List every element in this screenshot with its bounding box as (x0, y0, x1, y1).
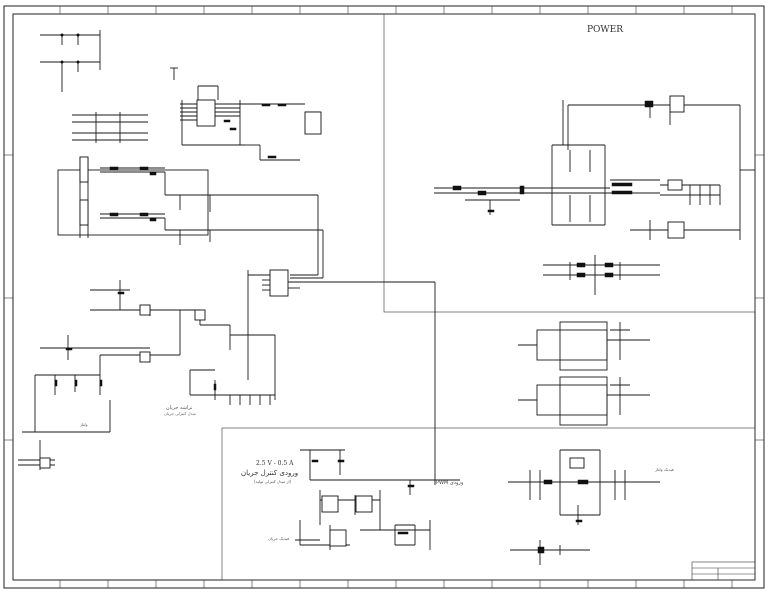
voltage-small-label: ولتاژ (80, 422, 88, 427)
current-limit-sublabel: مبدل کنترلی جریان (164, 411, 196, 416)
title-block (691, 561, 756, 581)
voltage-feedback-label: فیدبک ولتاژ (655, 467, 674, 472)
sheet-outer-border (3, 5, 765, 589)
current-feedback-label: فیدبک جریان (268, 536, 290, 541)
right-opamp-blocks (518, 321, 650, 426)
current-limit-label: تراشه جریان (166, 405, 193, 411)
top-left-input-network (40, 30, 178, 92)
left-bus-lines (72, 112, 148, 143)
top-ic-cluster (180, 85, 322, 161)
pwm-circuit (295, 449, 660, 565)
power-circuit (434, 95, 755, 295)
border-zone-ticks (4, 6, 764, 588)
pwm-section-box (221, 427, 756, 581)
comparator-network (18, 280, 276, 470)
power-section-box (383, 13, 756, 313)
current-control-input-label: ورودی کنترل جریان (241, 469, 299, 477)
gate-driver-block (57, 156, 324, 279)
current-spec-label: 2.5 V - 0.5 A (256, 460, 294, 467)
power-section-title: POWER (587, 25, 624, 35)
central-logic-ic (247, 269, 436, 485)
pwm-input-label: PWM ورودی (436, 480, 464, 486)
current-control-input-sublabel: (از مبدل کنترلی تولید) (254, 479, 292, 484)
